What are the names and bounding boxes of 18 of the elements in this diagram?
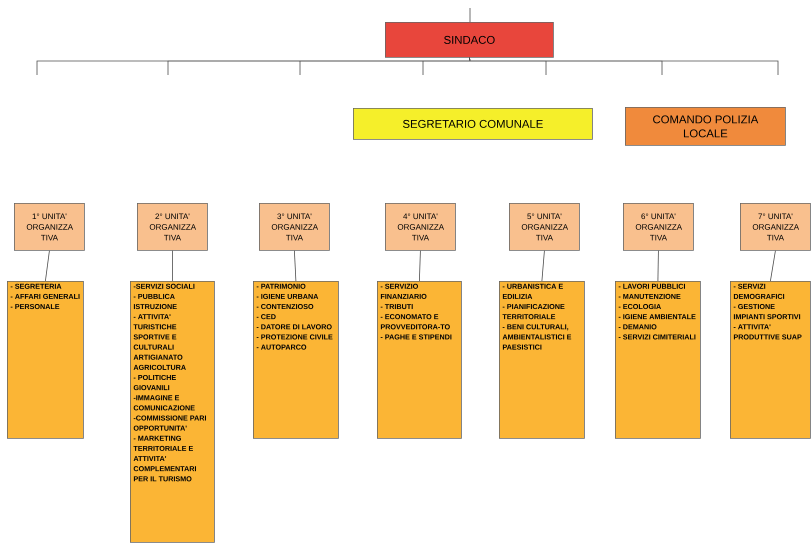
connector-line <box>770 250 776 282</box>
connector-line <box>542 250 545 282</box>
connector-line <box>658 250 659 282</box>
unit-box: 3° UNITA' ORGANIZZA TIVA <box>259 203 330 251</box>
title-box: SINDACO <box>385 22 554 58</box>
title-box: SEGRETARIO COMUNALE <box>353 108 593 140</box>
unit-box: 4° UNITA' ORGANIZZA TIVA <box>385 203 456 251</box>
unit-box: 2° UNITA' ORGANIZZA TIVA <box>137 203 208 251</box>
unit-box: 5° UNITA' ORGANIZZA TIVA <box>509 203 580 251</box>
unit-box: 6° UNITA' ORGANIZZA TIVA <box>623 203 694 251</box>
unit-box: 1° UNITA' ORGANIZZA TIVA <box>14 203 85 251</box>
unit-box: 7° UNITA' ORGANIZZA TIVA <box>740 203 811 251</box>
title-box: COMANDO POLIZIA LOCALE <box>625 107 786 146</box>
connector-line <box>45 250 50 282</box>
connector-line <box>419 250 421 282</box>
branch-line <box>469 57 778 76</box>
connector-line <box>172 250 173 282</box>
connector-line <box>294 250 296 282</box>
